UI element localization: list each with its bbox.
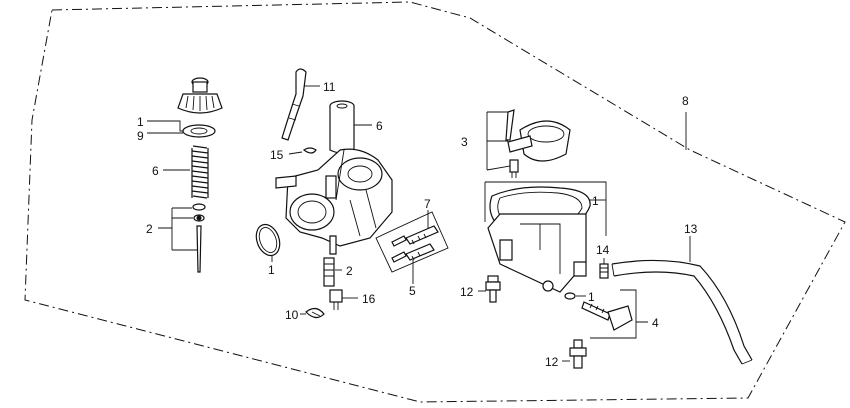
callout-1-oring: 1	[588, 290, 595, 304]
callout-1-gasket: 1	[268, 263, 275, 277]
float-pin	[505, 109, 515, 141]
pilot-screw-set	[391, 225, 439, 263]
callout-15: 15	[270, 148, 284, 162]
leader-1a	[147, 120, 183, 132]
clamp-14	[599, 263, 609, 279]
callout-10: 10	[285, 308, 299, 322]
float-valve	[509, 159, 519, 178]
callout-7: 7	[424, 197, 431, 211]
leader-3	[486, 111, 511, 171]
callout-2-jet: 2	[346, 264, 353, 278]
throttle-cable-adjuster	[329, 100, 355, 154]
callout-2-needle: 2	[146, 222, 153, 236]
air-screw	[581, 301, 633, 331]
leader-2a	[158, 207, 197, 251]
callout-3: 3	[461, 135, 468, 149]
leader-15	[288, 151, 303, 155]
callout-14: 14	[596, 243, 610, 257]
hose-clip-small	[305, 307, 325, 319]
fuel-hose	[611, 259, 753, 365]
leader-4	[590, 289, 648, 339]
vent-tube	[281, 68, 307, 141]
callout-12-lower: 12	[545, 355, 559, 369]
jet-needle	[196, 225, 202, 273]
callout-5: 5	[409, 284, 416, 298]
callout-11: 11	[323, 80, 336, 94]
carburetor-top-cap	[177, 77, 223, 114]
callout-4: 4	[652, 316, 659, 330]
float-bowl-bracket	[484, 181, 607, 236]
drain-screw	[329, 289, 343, 310]
callout-16: 16	[362, 292, 376, 306]
callout-1-cap: 1	[137, 115, 144, 129]
callout-6-spring: 6	[152, 164, 159, 178]
callout-13: 13	[684, 222, 698, 236]
jet-kit-frame	[375, 211, 449, 273]
cap-gasket	[182, 124, 216, 138]
float-arm	[507, 135, 533, 153]
carburetor-body	[275, 148, 393, 255]
float-bowl-gasket-left	[255, 223, 281, 257]
throttle-valve-spring	[191, 145, 209, 199]
float	[519, 120, 571, 162]
diagram-boundary	[24, 1, 846, 403]
callout-12-upper: 12	[460, 285, 474, 299]
callout-1-bowl: 1	[592, 194, 599, 208]
hose-clip	[302, 147, 317, 154]
screw-12a	[485, 275, 501, 303]
callout-6-adjuster: 6	[376, 119, 383, 133]
main-jet	[323, 257, 335, 287]
callout-8: 8	[682, 94, 689, 108]
jet-needle-clip	[192, 203, 206, 222]
screw-12b	[569, 339, 587, 369]
o-ring	[564, 292, 576, 300]
callout-9: 9	[137, 129, 144, 143]
float-bowl	[487, 213, 587, 293]
